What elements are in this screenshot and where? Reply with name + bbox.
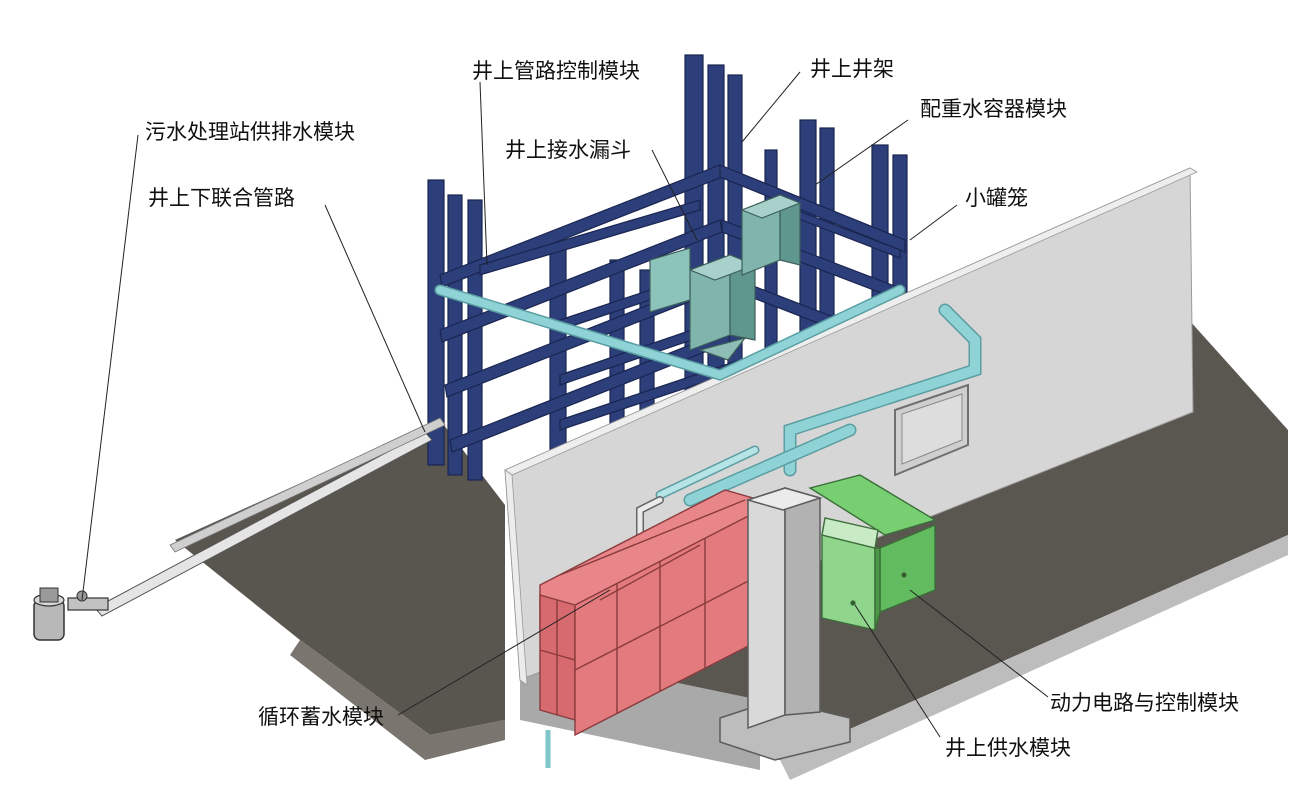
power-box-side xyxy=(874,547,881,631)
wall-end xyxy=(504,469,528,686)
column-top xyxy=(745,487,823,511)
supply-box-knob xyxy=(850,600,856,606)
column-front xyxy=(747,486,786,730)
frame-beam xyxy=(479,199,701,276)
label-wellhead-pipe-control: 井上管路控制模块 xyxy=(472,59,640,83)
label-wellhead-frame: 井上井架 xyxy=(810,57,894,81)
teal-containers xyxy=(649,194,802,361)
tank-rib xyxy=(599,544,701,601)
supply-box-inner xyxy=(821,517,879,549)
label-water-supply: 井上供水模块 xyxy=(945,736,1071,760)
counterweight-top xyxy=(740,194,802,219)
leader-cage xyxy=(909,204,958,241)
pipe-lower-fill xyxy=(685,425,855,505)
tank-rib xyxy=(559,499,746,576)
leader-sewage xyxy=(81,134,139,601)
left-floor-slab xyxy=(175,420,505,735)
column-side xyxy=(784,487,821,716)
leader-supply xyxy=(854,604,941,738)
label-joint-pipeline: 井上下联合管路 xyxy=(148,186,295,210)
tank-rib xyxy=(539,649,576,661)
pipe-riser-fill xyxy=(785,305,980,475)
leader-pipe-control xyxy=(479,81,488,266)
leader-joint xyxy=(324,204,426,433)
long-pipe xyxy=(94,431,433,617)
power-box-knob xyxy=(901,572,907,578)
label-power-control: 动力电路与控制模块 xyxy=(1050,691,1239,715)
pipe-upper-fill xyxy=(436,286,904,380)
left-floor-edge xyxy=(290,640,505,760)
cage-box xyxy=(649,247,691,313)
gray-column xyxy=(719,486,851,761)
label-counterweight-container: 配重水容器模块 xyxy=(920,97,1067,121)
leader-frame xyxy=(741,71,801,143)
label-circulation-storage: 循环蓄水模块 xyxy=(258,705,384,729)
pump-valve xyxy=(67,597,109,611)
label-wellhead-funnel: 井上接水漏斗 xyxy=(505,138,631,162)
leader-power xyxy=(909,589,1049,698)
long-pipe-shadow xyxy=(169,417,446,553)
funnel-cone xyxy=(697,336,747,361)
labels: 井上管路控制模块 井上井架 配重水容器模块 污水处理站供排水模块 井上接水漏斗 … xyxy=(145,57,1239,760)
cyan-pipes xyxy=(434,284,982,559)
supply-box-front xyxy=(821,534,876,631)
label-sewage-station: 污水处理站供排水模块 xyxy=(145,120,355,144)
pump-motor xyxy=(39,587,59,603)
wall-window-inner xyxy=(901,393,963,465)
green-boxes xyxy=(808,474,937,631)
frame-beam xyxy=(719,164,906,253)
pipe-left-fill xyxy=(657,447,758,498)
joint-pipeline-run xyxy=(33,417,446,641)
tank-rib xyxy=(574,574,761,671)
circulation-tank xyxy=(539,489,761,737)
frame-column xyxy=(427,179,445,466)
green-top xyxy=(808,474,937,536)
label-small-cage: 小罐笼 xyxy=(965,186,1028,210)
leader-counterweight xyxy=(814,119,909,186)
leader-funnel xyxy=(651,149,698,241)
leader-storage xyxy=(397,589,611,716)
leader-lines xyxy=(81,71,1049,738)
right-floor-edge xyxy=(780,535,1288,780)
